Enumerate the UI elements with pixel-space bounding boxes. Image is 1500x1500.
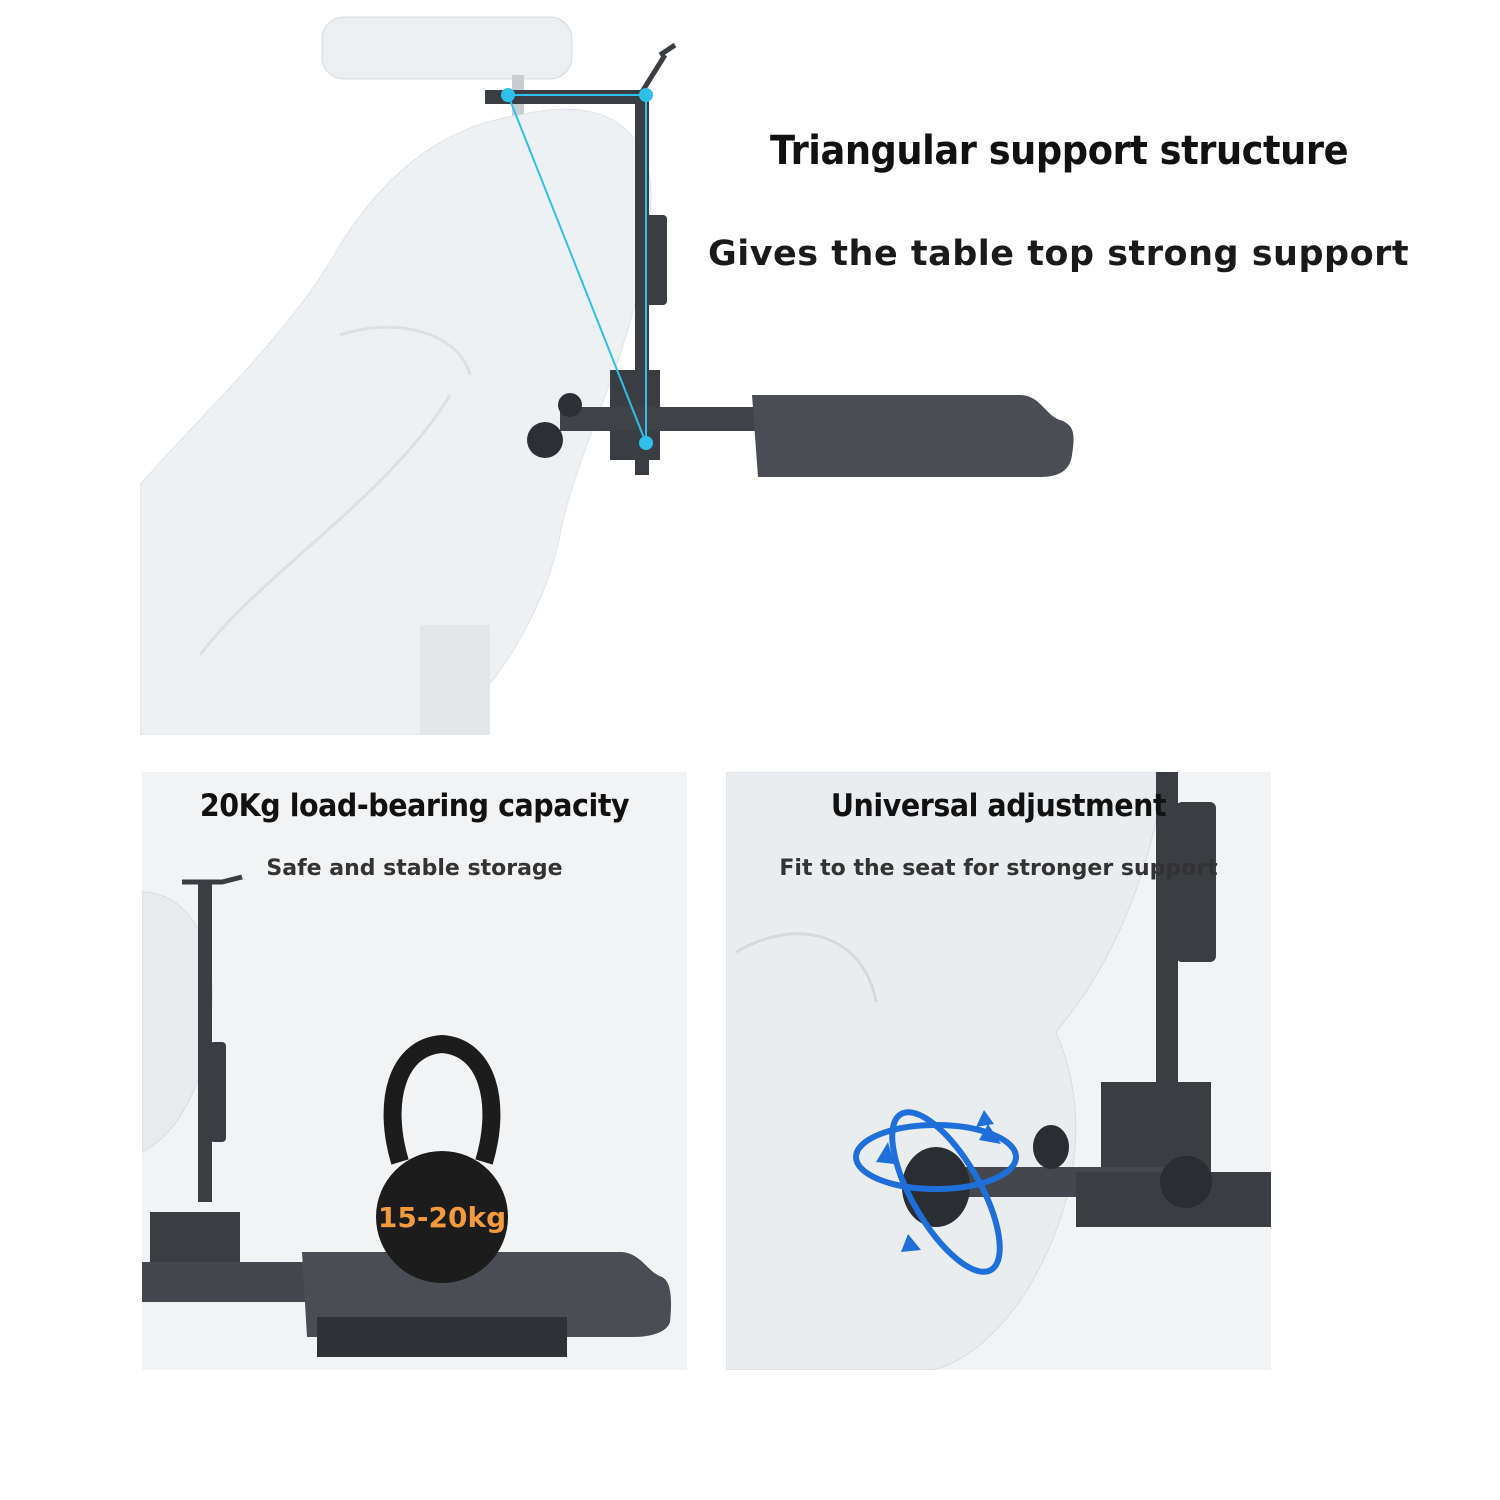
load-illustration: 15-20kg: [142, 874, 672, 1357]
dial: [1176, 802, 1216, 962]
top-title: Triangular support structure: [770, 128, 1349, 174]
card-load-capacity: 15-20kg 20Kg load-bearing capacity Safe …: [142, 772, 687, 1370]
load-title: 20Kg load-bearing capacity: [199, 788, 630, 824]
headrest: [321, 16, 573, 80]
frame-arm: [1156, 772, 1178, 1092]
weight-label: 15-20kg: [378, 1201, 506, 1234]
seat-surface: [726, 772, 1167, 1370]
tray-table: [302, 1252, 672, 1337]
dial: [645, 215, 667, 305]
top-subtitle: Gives the table top strong support: [708, 234, 1410, 274]
seat-back: [140, 108, 652, 735]
tray-underside: [317, 1317, 567, 1357]
top-bar: [485, 90, 645, 104]
adjust-subtitle: Fit to the seat for stronger support: [779, 856, 1218, 881]
adjust-title: Universal adjustment: [830, 788, 1167, 824]
seat-back-tray-illustration: [140, 16, 1074, 735]
card-universal-adjustment: Universal adjustment Fit to the seat for…: [726, 772, 1271, 1370]
tray-table: [752, 395, 1074, 477]
slide-rail: [560, 407, 760, 431]
top-illustration: [140, 15, 1380, 735]
frame-arm: [198, 882, 212, 1202]
phone-clip: [637, 42, 677, 97]
load-subtitle: Safe and stable storage: [266, 856, 563, 881]
adjustment-illustration: [726, 772, 1271, 1370]
support-line: [507, 94, 647, 444]
knob: [527, 422, 563, 458]
seat-pocket: [420, 625, 490, 735]
kettlebell-handle: [383, 1034, 501, 1165]
rotation-arrow-vertical: [889, 1109, 1003, 1275]
kettlebell: [376, 1151, 508, 1283]
pivot-point: [501, 88, 515, 102]
